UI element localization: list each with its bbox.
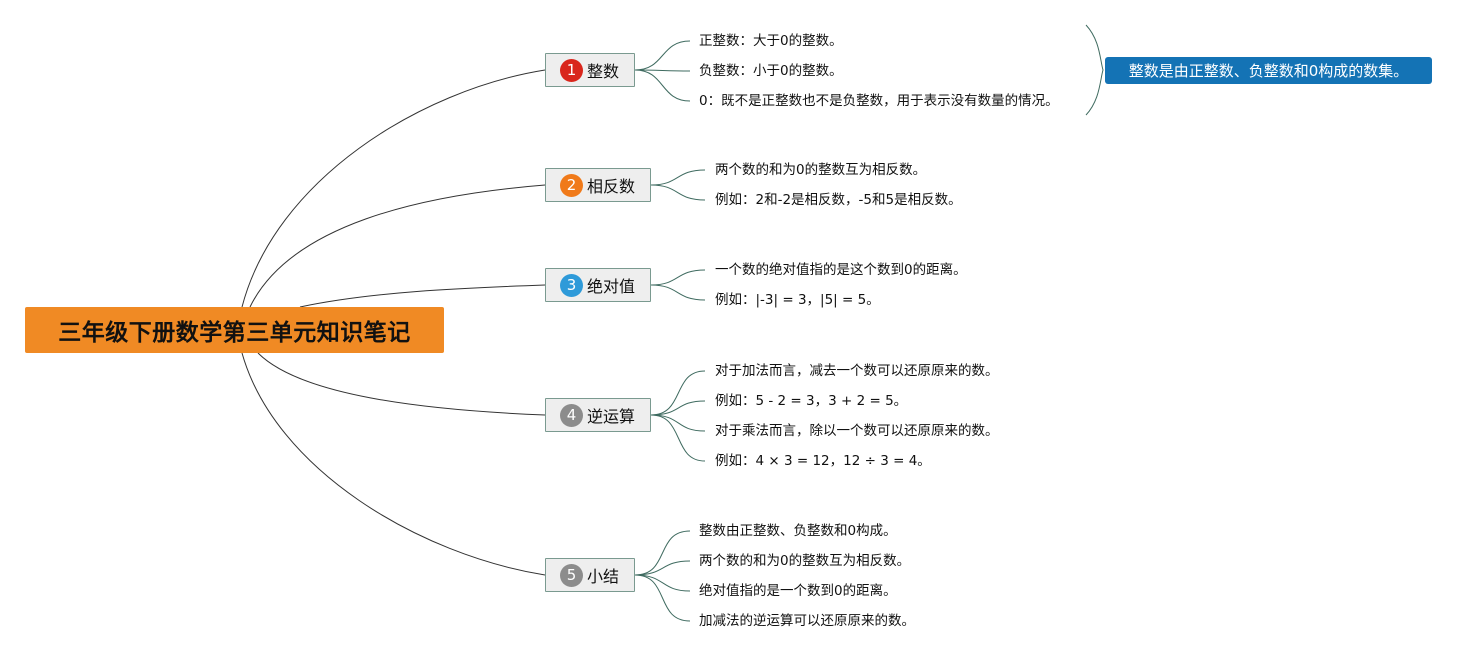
connector-branch-4-leaf-2: [650, 400, 706, 416]
leaf-item[interactable]: 两个数的和为0的整数互为相反数。: [715, 162, 927, 178]
leaf-item[interactable]: 例如：2和-2是相反数，-5和5是相反数。: [715, 192, 962, 208]
connector-branch-2-leaf-2: [650, 184, 706, 201]
connector-branch-1-leaf-3: [634, 69, 691, 102]
leaf-item[interactable]: 两个数的和为0的整数互为相反数。: [699, 553, 911, 569]
leaf-item[interactable]: 加减法的逆运算可以还原原来的数。: [699, 613, 915, 629]
root-node[interactable]: 三年级下册数学第三单元知识笔记: [25, 307, 444, 353]
number-badge-icon: 2: [560, 173, 583, 197]
connector-branch-5-leaf-1: [634, 530, 691, 576]
branch-label: 逆运算: [587, 407, 636, 426]
summary-callout[interactable]: 整数是由正整数、负整数和0构成的数集。: [1105, 57, 1432, 84]
branch-label: 小结: [587, 567, 620, 586]
root-title: 三年级下册数学第三单元知识笔记: [58, 320, 411, 346]
leaf-item[interactable]: 绝对值指的是一个数到0的距离。: [699, 583, 897, 599]
connector-root-branch-4: [257, 352, 546, 416]
leaf-item[interactable]: 负整数：小于0的整数。: [699, 63, 843, 79]
branch-label: 绝对值: [587, 277, 636, 296]
connector-branch-4-leaf-4: [650, 414, 706, 462]
leaf-item[interactable]: 一个数的绝对值指的是这个数到0的距离。: [715, 262, 967, 278]
leaf-item[interactable]: 整数由正整数、负整数和0构成。: [699, 523, 897, 539]
connector-root-branch-2: [249, 184, 546, 308]
connector-branch-4-leaf-1: [650, 370, 706, 416]
summary-bracket: [1085, 24, 1104, 116]
connector-root-branch-3: [299, 284, 546, 308]
leaf-item[interactable]: 正整数：大于0的整数。: [699, 33, 843, 49]
branch-node-3[interactable]: 3 绝对值: [545, 268, 651, 302]
number-badge-icon: 3: [560, 273, 583, 297]
number-badge-icon: 1: [560, 58, 583, 82]
connector-branch-3-leaf-2: [650, 284, 706, 301]
branch-node-1[interactable]: 1 整数: [545, 53, 635, 87]
connector-branch-3-leaf-1: [650, 269, 706, 286]
connector-branch-1-leaf-1: [634, 40, 691, 71]
leaf-item[interactable]: 对于乘法而言，除以一个数可以还原原来的数。: [715, 423, 999, 439]
leaf-item[interactable]: 例如：|-3| = 3，|5| = 5。: [715, 292, 880, 308]
number-badge-icon: 5: [560, 563, 583, 587]
leaf-item[interactable]: 例如：4 × 3 = 12，12 ÷ 3 = 4。: [715, 453, 931, 469]
branch-label: 相反数: [587, 177, 636, 196]
number-badge-icon: 4: [560, 403, 583, 427]
branch-node-5[interactable]: 5 小结: [545, 558, 635, 592]
branch-label: 整数: [587, 62, 620, 81]
connector-root-branch-1: [241, 69, 546, 308]
connector-branch-2-leaf-1: [650, 169, 706, 186]
connector-branch-5-leaf-2: [634, 560, 691, 576]
summary-text: 整数是由正整数、负整数和0构成的数集。: [1128, 62, 1409, 80]
connector-branch-5-leaf-3: [634, 574, 691, 592]
leaf-item[interactable]: 对于加法而言，减去一个数可以还原原来的数。: [715, 363, 999, 379]
branch-node-2[interactable]: 2 相反数: [545, 168, 651, 202]
connector-root-branch-5: [241, 352, 546, 576]
leaf-item[interactable]: 0：既不是正整数也不是负整数，用于表示没有数量的情况。: [699, 93, 1059, 109]
connector-branch-4-leaf-3: [650, 414, 706, 432]
connector-branch-5-leaf-4: [634, 574, 691, 622]
branch-node-4[interactable]: 4 逆运算: [545, 398, 651, 432]
leaf-item[interactable]: 例如：5 - 2 = 3，3 + 2 = 5。: [715, 393, 908, 409]
